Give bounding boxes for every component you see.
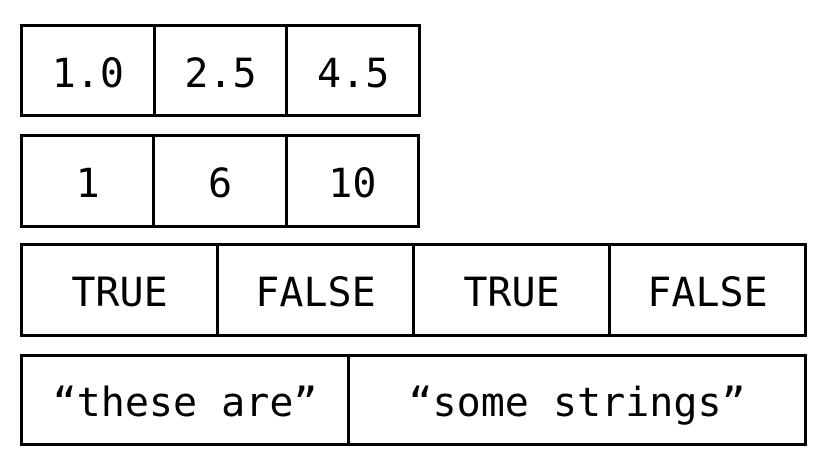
doubles-cell-1: 1.0 xyxy=(51,50,124,97)
integers-cell-1: 1 xyxy=(75,161,100,207)
logicals-cell-4: FALSE xyxy=(608,246,804,334)
integers-vector-row: 1 6 10 xyxy=(20,134,420,228)
logicals-cell-3: TRUE xyxy=(412,246,608,334)
strings-cell-2: “some strings” xyxy=(347,357,804,443)
integers-cell-3: 10 xyxy=(284,137,417,225)
logicals-vector-row: TRUE FALSE TRUE FALSE xyxy=(20,243,807,337)
logicals-cell-2: FALSE xyxy=(216,246,412,334)
doubles-vector-row: 1.0 2.5 4.5 xyxy=(20,24,421,117)
strings-cell-1: “these are” xyxy=(52,380,318,426)
doubles-cell-2: 2.5 xyxy=(152,27,286,114)
strings-vector-row: “these are” “some strings” xyxy=(20,354,807,446)
logicals-cell-1: TRUE xyxy=(71,270,168,316)
doubles-cell-3: 4.5 xyxy=(285,27,418,114)
integers-cell-2: 6 xyxy=(152,137,284,225)
